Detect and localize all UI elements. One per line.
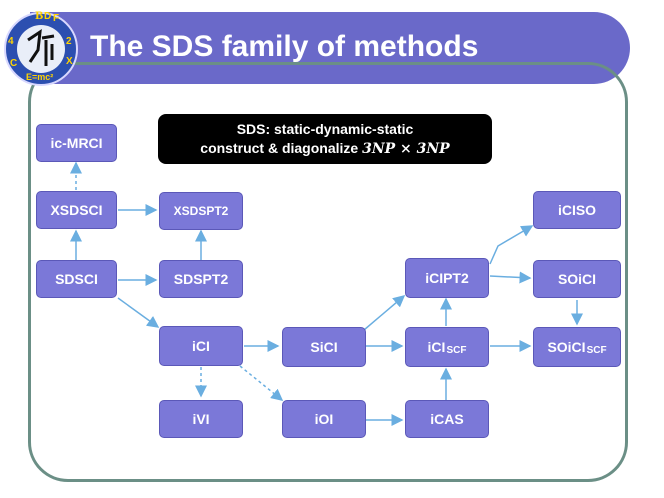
node-label: iCI: [192, 338, 210, 354]
callout-line2-text: construct & diagonalize: [200, 140, 363, 156]
node-label: ic-MRCI: [50, 135, 103, 151]
edge-sici-icipt2: [363, 295, 406, 331]
callout-box: SDS: static-dynamic-static construct & d…: [158, 114, 492, 164]
logo-letter: E=mc²: [26, 72, 54, 82]
node-label: iCISO: [557, 202, 597, 218]
edge-sdsci-ici: [117, 297, 160, 328]
page-title: The SDS family of methods: [90, 30, 479, 63]
edge-icipt2-iciso: [489, 225, 534, 265]
node-label: SOiCI: [547, 339, 586, 355]
node-sdsci[interactable]: SDSCI: [36, 260, 117, 298]
logo: B D F 4 C 2 X E=mc²: [2, 10, 80, 88]
logo-letter: B: [35, 11, 44, 22]
node-label: iOI: [314, 411, 334, 427]
logo-emblem-icon: [4, 12, 78, 86]
node-label: iCI: [427, 339, 446, 355]
node-sdspt2[interactable]: SDSPT2: [159, 260, 243, 298]
node-subscript: SCF: [446, 344, 467, 356]
node-label: iCAS: [430, 411, 464, 427]
node-ioi[interactable]: iOI: [282, 400, 366, 438]
node-xsdsci[interactable]: XSDSCI: [36, 191, 117, 229]
node-label: XSDSCI: [50, 202, 103, 218]
node-soici[interactable]: SOiCI: [533, 260, 621, 298]
logo-letter: 2: [66, 36, 72, 47]
edge-ici-ioi: [239, 365, 284, 401]
node-ivi[interactable]: iVI: [159, 400, 243, 438]
node-label: SOiCI: [557, 271, 597, 287]
node-label: iVI: [192, 411, 210, 427]
node-iciso[interactable]: iCISO: [533, 191, 621, 229]
logo-letter: F: [53, 13, 60, 24]
callout-math: 3NP × 3NP: [362, 141, 450, 157]
node-label: SDSCI: [55, 271, 98, 287]
node-ici[interactable]: iCI: [159, 326, 243, 366]
node-ic-mrci[interactable]: ic-MRCI: [36, 124, 117, 162]
node-label: SiCI: [310, 339, 338, 355]
node-subscript: SCF: [586, 344, 607, 356]
node-icipt2[interactable]: iCIPT2: [405, 258, 489, 298]
logo-letter: X: [66, 56, 73, 67]
node-sici[interactable]: SiCI: [282, 327, 366, 367]
callout-line1: SDS: static-dynamic-static: [236, 121, 414, 137]
edge-icipt2-soici: [489, 271, 532, 284]
slide-frame: [28, 62, 628, 482]
logo-letter: 4: [8, 36, 14, 47]
node-label: iCIPT2: [425, 270, 469, 286]
callout-line2: construct & diagonalize 3NP × 3NP: [158, 139, 492, 159]
node-label: XSDSPT2: [173, 204, 229, 218]
node-label: SDSPT2: [173, 271, 229, 287]
title-bar: [30, 12, 630, 84]
node-xsdspt2[interactable]: XSDSPT2: [159, 192, 243, 230]
logo-letter: D: [44, 11, 52, 22]
logo-letter: C: [10, 58, 18, 69]
node-icas[interactable]: iCAS: [405, 400, 489, 438]
